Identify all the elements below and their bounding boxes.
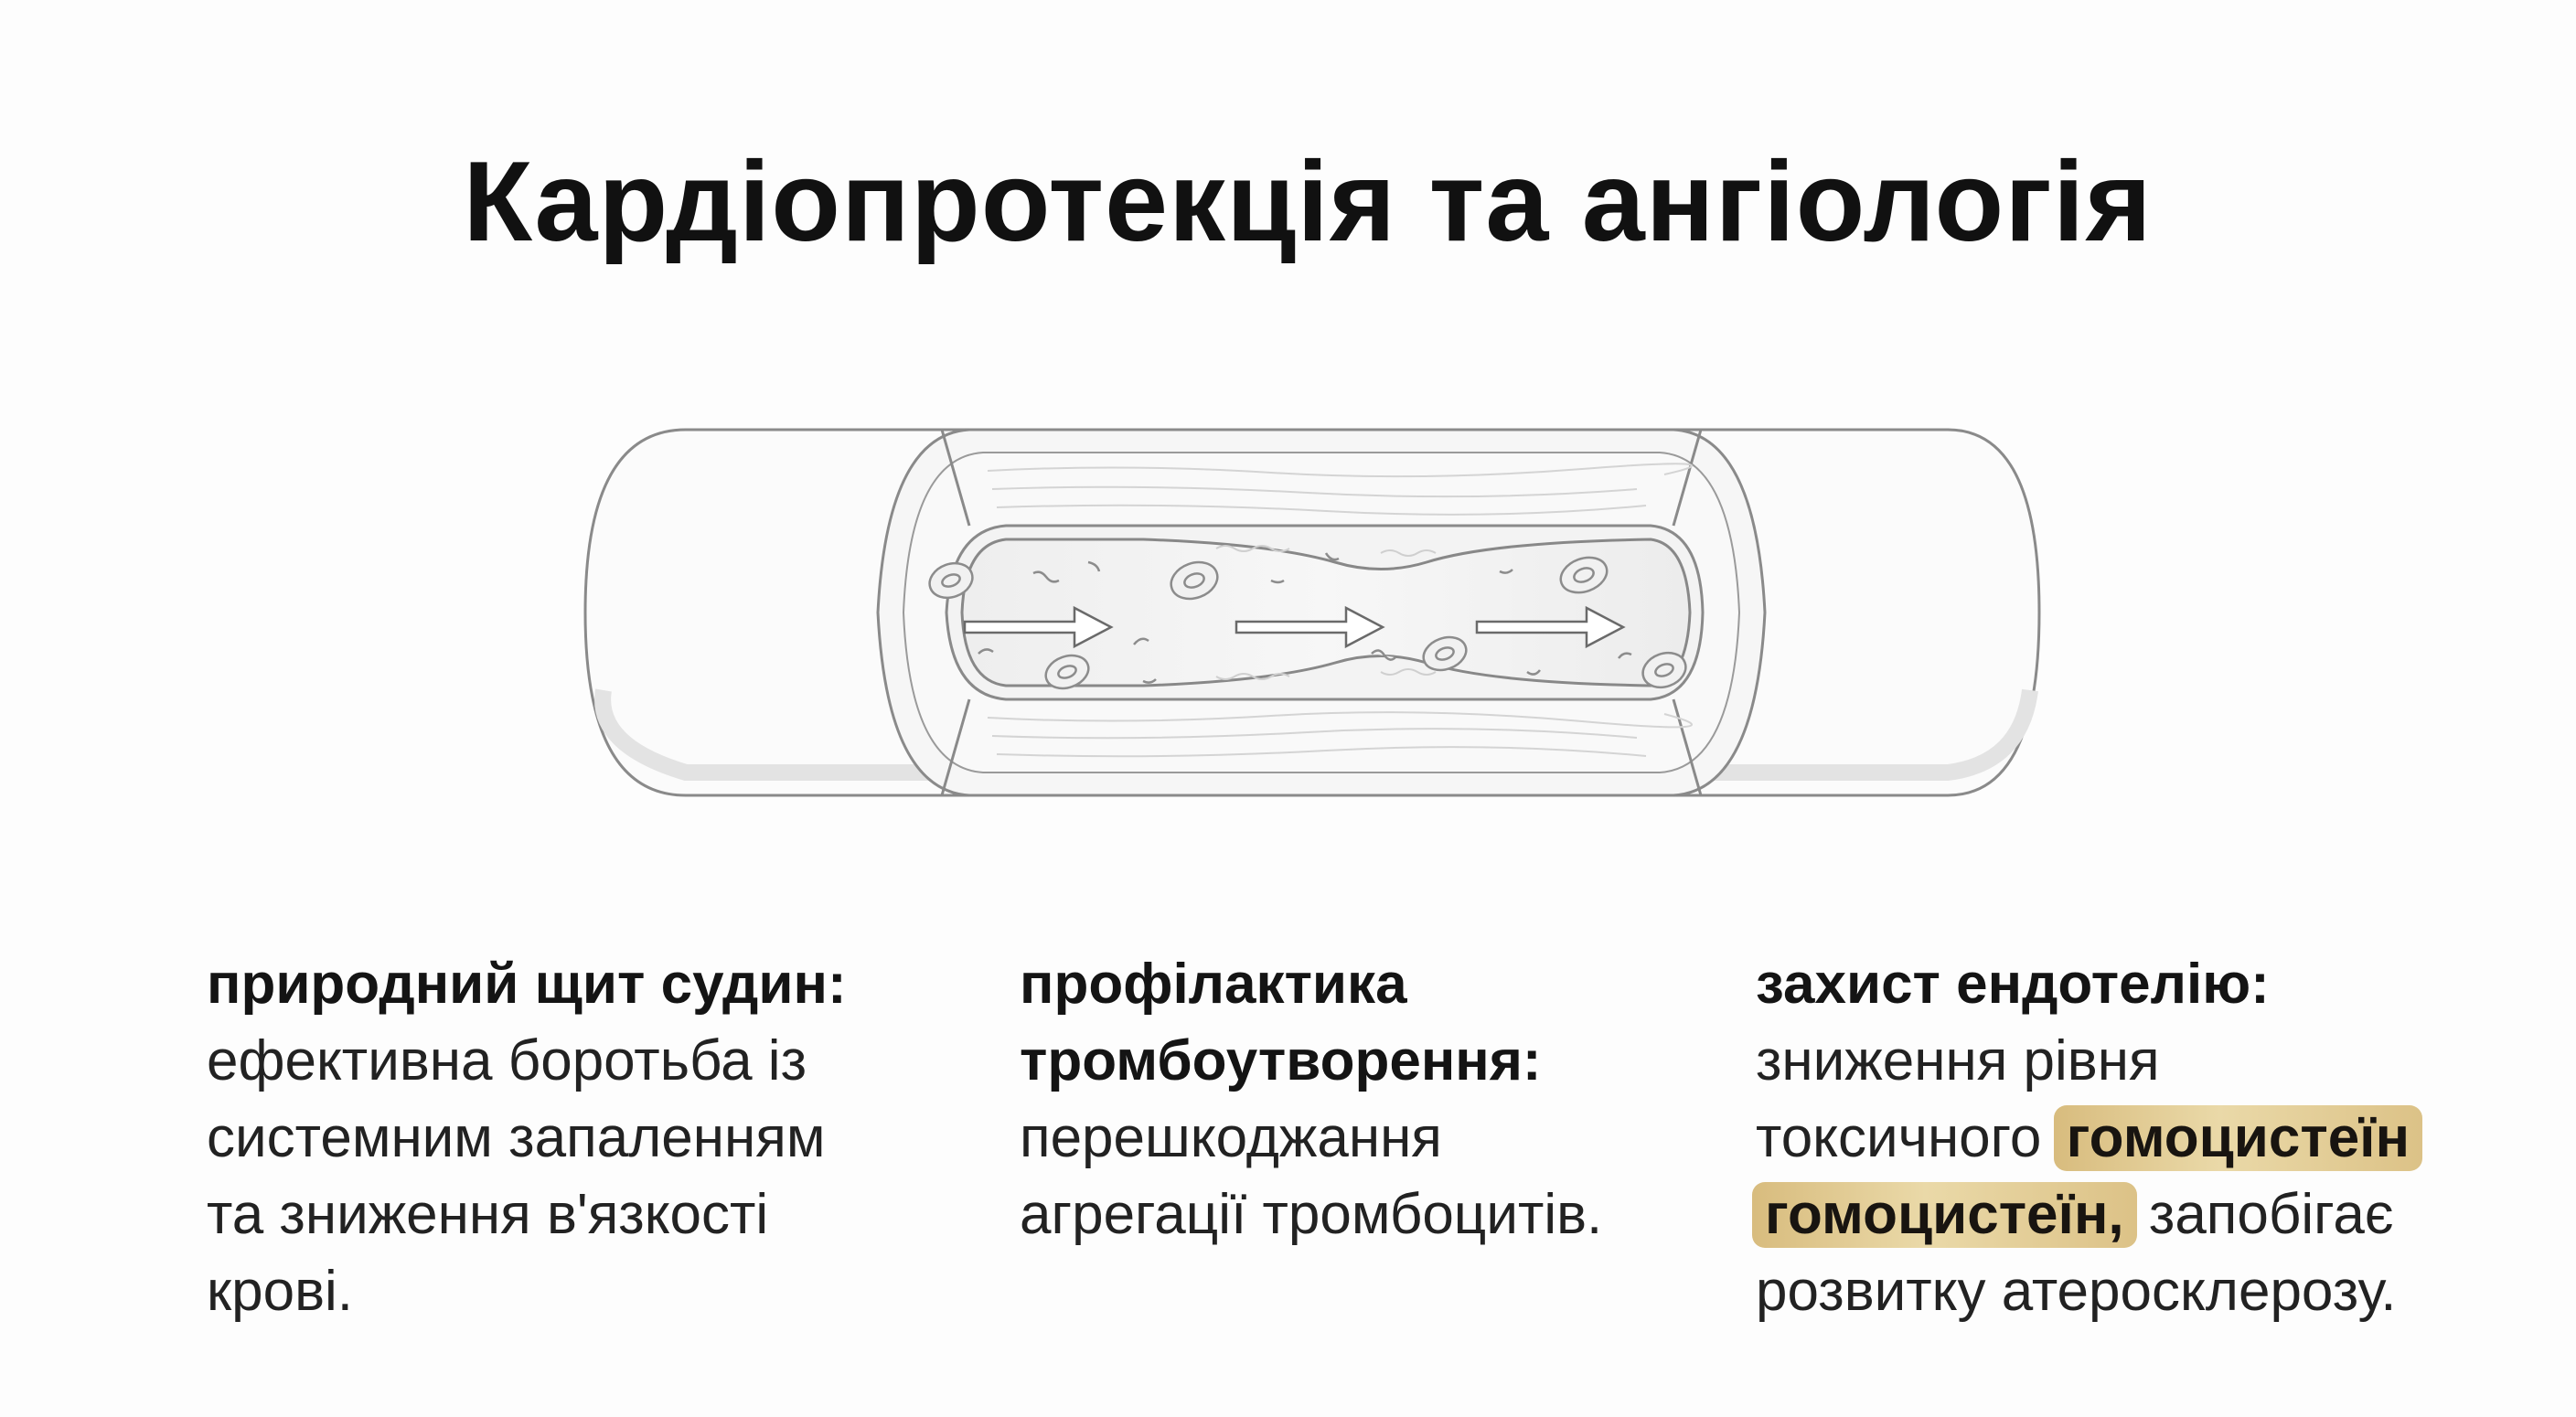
column-text-line: системним запаленням xyxy=(207,1106,826,1169)
arrow-right-icon xyxy=(1475,605,1626,649)
flow-arrows xyxy=(963,605,1626,649)
text-segment: токсичного xyxy=(1756,1106,2042,1169)
column-text-line: токсичного гомоцистеїн xyxy=(1756,1100,2542,1177)
column-heading: профілактика xyxy=(1020,953,1407,1016)
arrow-right-icon xyxy=(1235,605,1385,649)
column-heading: захист ендотелію: xyxy=(1756,953,2270,1016)
column-text-line: перешкоджання xyxy=(1020,1106,1442,1169)
column-text-line: ефективна боротьба із xyxy=(207,1029,807,1092)
column-text-line: крові. xyxy=(207,1260,354,1323)
page-title: Кардіопротекція та ангіологія xyxy=(463,139,2153,265)
column-endothelium-protection: захист ендотелію: зниження рівня токсичн… xyxy=(1752,946,2542,1330)
column-text-line: агрегації тромбоцитів. xyxy=(1020,1183,1603,1246)
highlight-term: гомоцистеїн xyxy=(2053,1105,2423,1171)
blood-vessel-illustration xyxy=(583,428,2041,797)
arrow-right-icon xyxy=(963,605,1114,649)
column-text-line: зниження рівня xyxy=(1756,1029,2160,1092)
column-natural-shield: природний щит судин: ефективна боротьба … xyxy=(207,946,902,1330)
column-text-line: та зниження в'язкості xyxy=(207,1183,769,1246)
blood-cells xyxy=(928,552,1687,690)
column-thrombosis-prevention: профілактика тромбоутворення: перешкоджа… xyxy=(1020,946,1696,1253)
highlight-term: гомоцистеїн, xyxy=(1752,1182,2137,1248)
column-text-line: розвитку атеросклерозу. xyxy=(1756,1260,2397,1323)
text-segment: запобігає xyxy=(2148,1183,2394,1246)
column-heading: природний щит судин: xyxy=(207,953,847,1016)
column-heading: тромбоутворення: xyxy=(1020,1029,1542,1092)
column-text-line: гомоцистеїн, запобігає xyxy=(1752,1177,2542,1253)
